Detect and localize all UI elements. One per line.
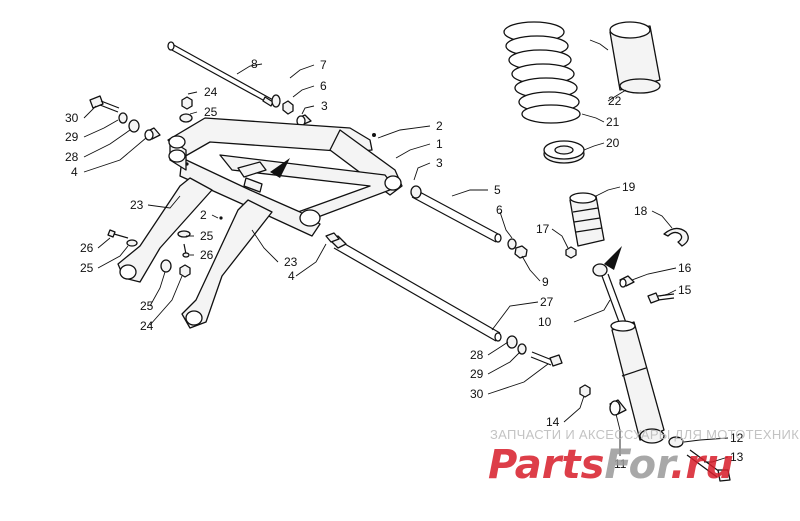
callout-25b: 25 <box>200 229 214 243</box>
callout-22: 22 <box>608 94 622 108</box>
callout-10: 10 <box>538 315 552 329</box>
dust-boot-22 <box>609 21 661 94</box>
callout-11: 11 <box>614 457 627 471</box>
watermark-logo: PartsFor.ru <box>488 442 734 488</box>
bushing-4-top <box>144 127 161 141</box>
bushing-11 <box>609 399 627 416</box>
shaft-27 <box>329 235 502 342</box>
callout-28: 28 <box>65 150 79 164</box>
callout-12: 12 <box>730 431 744 445</box>
callout-7: 7 <box>320 58 327 72</box>
callout-25: 25 <box>204 105 218 119</box>
shaft-5 <box>410 185 502 243</box>
washer-28-bottom <box>506 335 518 349</box>
washer-17 <box>565 246 577 259</box>
callout-20: 20 <box>606 136 620 150</box>
callout-18: 18 <box>634 204 648 218</box>
coil-spring-21 <box>503 21 581 124</box>
bolt-30-bottom <box>530 351 563 367</box>
callout-8: 8 <box>251 57 258 71</box>
swing-arm-frame-1 <box>167 117 403 237</box>
callout-16: 16 <box>678 261 692 275</box>
bushing-16 <box>619 275 635 288</box>
bushing-3-top-2 <box>296 114 312 127</box>
callout-4: 4 <box>71 165 78 179</box>
callout-25c: 25 <box>80 261 94 275</box>
callout-4b: 4 <box>288 269 295 283</box>
callout-13: 13 <box>730 450 744 464</box>
bolt-15 <box>647 292 675 304</box>
long-bolt-8 <box>167 41 276 107</box>
spacer-12 <box>668 436 684 448</box>
nut-9 <box>514 245 528 259</box>
washer-29-top <box>118 112 128 124</box>
spring-collar-20 <box>543 140 585 164</box>
callout-28b: 28 <box>470 348 484 362</box>
callout-27: 27 <box>540 295 554 309</box>
callout-23b: 23 <box>284 255 298 269</box>
bolt-26-left <box>107 229 129 239</box>
callout-26: 26 <box>200 248 214 262</box>
washer-6-right <box>507 238 517 250</box>
link-arm-23-left <box>117 177 213 283</box>
callout-3b: 3 <box>436 156 443 170</box>
bolt-13 <box>686 449 731 482</box>
callout-29: 29 <box>65 130 79 144</box>
callout-labels: 8 7 6 3 24 25 30 29 28 4 2 1 3 23 2 25 2… <box>65 57 744 471</box>
nut-24-lower <box>179 264 191 278</box>
callout-5: 5 <box>494 183 501 197</box>
pointer-arrow-lower <box>604 246 622 270</box>
watermark: ЗАПЧАСТИ И АКСЕССУАРЫ ДЛЯ МОТОТЕХНИКИ Pa… <box>488 427 800 488</box>
link-arm-23-right <box>181 199 273 329</box>
callout-6: 6 <box>320 79 327 93</box>
callout-24: 24 <box>204 85 218 99</box>
pointer-arrow-upper <box>270 158 290 178</box>
washer-29-bottom <box>517 343 527 355</box>
shock-absorber-10 <box>592 263 665 444</box>
callout-1: 1 <box>436 137 443 151</box>
bolt-26-mid <box>182 243 190 258</box>
callout-3: 3 <box>321 99 328 113</box>
pin-2-mid <box>219 216 223 220</box>
nut-24-top <box>181 96 193 110</box>
washer-28-top <box>128 119 140 133</box>
callout-14: 14 <box>546 415 560 429</box>
callout-15: 15 <box>678 283 692 297</box>
bolt-30-top <box>89 95 120 113</box>
callout-21: 21 <box>606 115 620 129</box>
washer-25-top <box>179 113 193 123</box>
nut-14 <box>579 384 591 398</box>
washer-25-mid <box>177 230 191 238</box>
callout-2b: 2 <box>200 208 207 222</box>
callout-26b: 26 <box>80 241 94 255</box>
callout-17: 17 <box>536 222 550 236</box>
callout-6b: 6 <box>496 203 503 217</box>
leader-lines <box>83 39 729 463</box>
washer-25-lower <box>160 259 172 273</box>
callout-23: 23 <box>130 198 144 212</box>
callout-19: 19 <box>622 180 636 194</box>
callout-30: 30 <box>65 111 79 125</box>
washer-6-top <box>271 94 281 108</box>
bushing-4-mid <box>325 232 340 243</box>
callout-9: 9 <box>542 275 549 289</box>
callout-25d: 25 <box>140 299 154 313</box>
bump-stop-19 <box>569 192 605 247</box>
watermark-caption: ЗАПЧАСТИ И АКСЕССУАРЫ ДЛЯ МОТОТЕХНИКИ <box>490 427 800 442</box>
washer-25-left <box>126 239 138 247</box>
retaining-clip-18 <box>663 227 689 247</box>
callout-2: 2 <box>436 119 443 133</box>
callout-30b: 30 <box>470 387 484 401</box>
callout-29b: 29 <box>470 367 484 381</box>
callout-24b: 24 <box>140 319 154 333</box>
spacer-3-top <box>282 100 294 115</box>
